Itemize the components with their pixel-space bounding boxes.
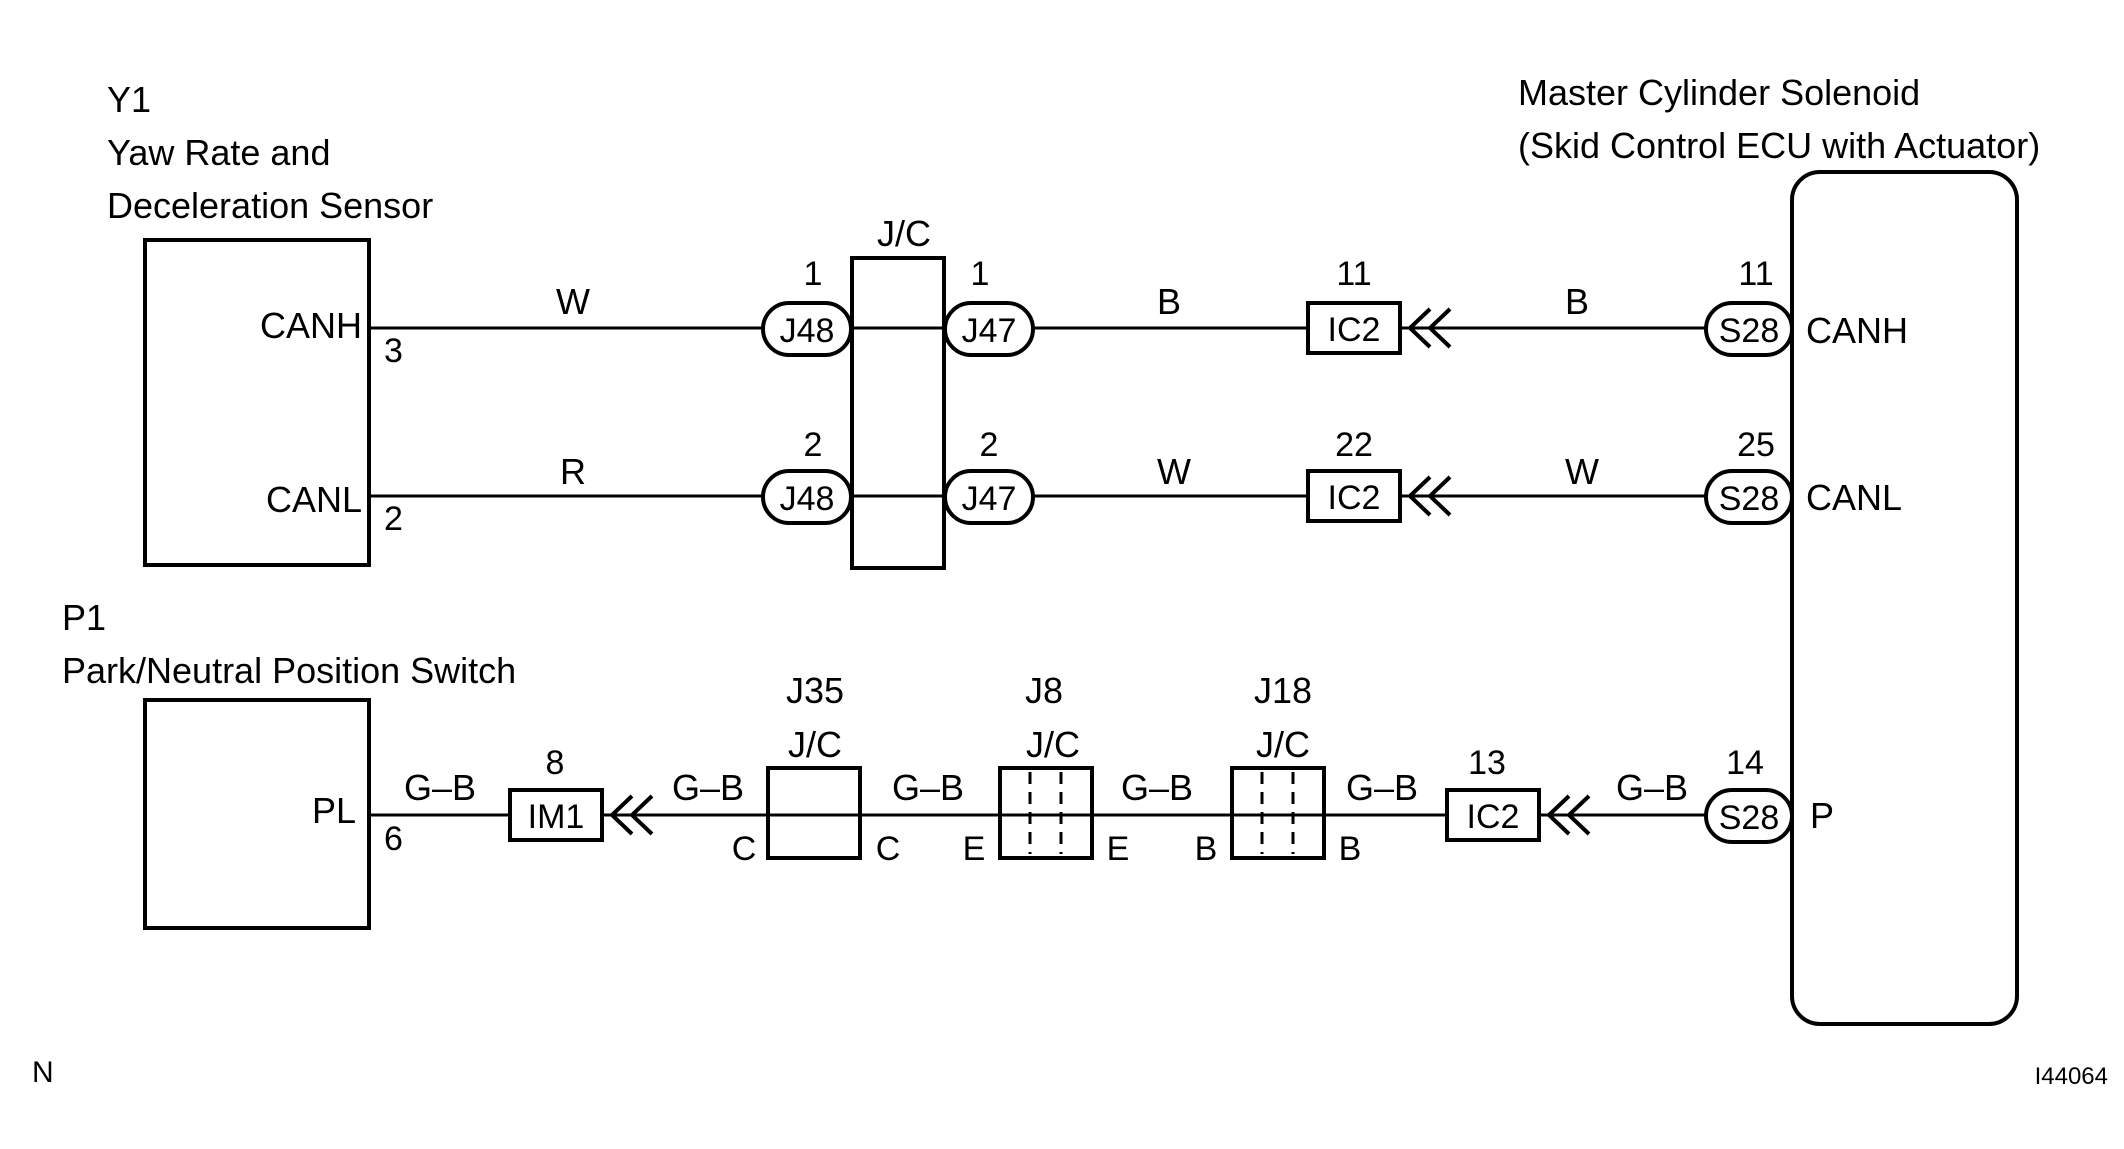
y1-sensor-box [143,238,371,567]
j18-code: J18 [1254,670,1312,711]
ic2-canl-connector [1306,469,1402,523]
ecu-canl-label: CANL [1806,477,1902,518]
wire-color-gb-5: G–B [1346,767,1418,808]
wire-color-b-canh-2: B [1565,281,1589,322]
figure-id: I44064 [2035,1063,2108,1090]
ecu-title-line2: (Skid Control ECU with Actuator) [1518,125,2040,166]
j8-jc-label: J/C [1026,724,1080,765]
ic2-pin-11: 11 [1336,255,1371,293]
s28-pl-connector [1704,788,1794,844]
j47-pin-1: 1 [971,255,990,293]
j8-code: J8 [1025,670,1063,711]
y1-pin-canh: 3 [384,332,403,370]
jc-top-label: J/C [877,213,931,254]
j8-junction-box [998,766,1094,860]
im1-label: IM1 [528,798,585,836]
y1-name-line2: Deceleration Sensor [107,185,433,226]
y1-name-line1: Yaw Rate and [107,132,330,173]
j48-pin-1: 1 [804,255,823,293]
s28-pin-14: 14 [1726,744,1764,782]
y1-code: Y1 [107,79,151,120]
wire-color-w-canl-1: W [1157,451,1191,492]
p1-pin-pl: 6 [384,820,403,858]
ic2-pin-13: 13 [1468,744,1506,782]
im1-pin-8: 8 [546,744,565,782]
ic2-canl-chevron-icon [1407,475,1452,517]
im1-connector [508,788,604,842]
ecu-title-line1: Master Cylinder Solenoid [1518,72,1920,113]
ic2-pin-22: 22 [1335,426,1373,464]
im1-chevron-icon [609,794,654,836]
y1-canl-label: CANL [266,479,362,520]
wire-color-gb-2: G–B [672,767,744,808]
j47-canl-connector [943,469,1035,525]
jc-top-box [850,256,946,570]
y1-canh-label: CANH [260,305,362,346]
j8-pin-e-right: E [1107,830,1130,868]
j48-canl-connector [761,469,853,525]
wire-color-w-canh: W [556,281,590,322]
wire-color-b-canh-1: B [1157,281,1181,322]
j35-junction-box [766,766,862,860]
j18-jc-label: J/C [1256,724,1310,765]
s28-pl-label: S28 [1719,799,1780,837]
j47-canh-label: J47 [962,312,1017,350]
ic2-canh-connector [1306,301,1402,355]
j35-pin-c-left: C [732,830,757,868]
j47-canh-connector [943,301,1035,357]
wire-color-gb-4: G–B [1121,767,1193,808]
s28-pin-25: 25 [1737,426,1775,464]
j48-canh-connector [761,301,853,357]
j48-canh-label: J48 [780,312,835,350]
p1-name: Park/Neutral Position Switch [62,650,516,691]
corner-label-left: N [32,1056,54,1089]
ecu-canh-label: CANH [1806,310,1908,351]
j48-canl-label: J48 [780,480,835,518]
wire-color-gb-3: G–B [892,767,964,808]
s28-canh-connector [1704,301,1794,357]
ic2-pl-connector [1445,788,1541,842]
j35-jc-label: J/C [788,724,842,765]
p1-pl-label: PL [312,790,356,831]
ic2-pl-chevron-icon [1546,794,1591,836]
j48-pin-2: 2 [804,426,823,464]
y1-pin-canl: 2 [384,500,403,538]
j47-canl-label: J47 [962,480,1017,518]
s28-canh-label: S28 [1719,312,1780,350]
ic2-canh-label: IC2 [1328,311,1381,349]
j18-pin-b-left: B [1195,830,1218,868]
wire-color-w-canl-2: W [1565,451,1599,492]
j35-code: J35 [786,670,844,711]
ic2-canl-label: IC2 [1328,479,1381,517]
j8-pin-e-left: E [963,830,986,868]
ecu-box [1790,170,2019,1026]
ic2-canh-chevron-icon [1407,307,1452,349]
wire-color-gb-6: G–B [1616,767,1688,808]
j47-pin-2: 2 [980,426,999,464]
wire-color-r-canl: R [560,451,586,492]
ecu-p-label: P [1810,795,1834,836]
s28-canl-label: S28 [1719,480,1780,518]
p1-code: P1 [62,597,106,638]
j18-junction-box [1230,766,1326,860]
ic2-pl-label: IC2 [1467,798,1520,836]
j18-pin-b-right: B [1339,830,1362,868]
wire-color-gb-1: G–B [404,767,476,808]
s28-canl-connector [1704,469,1794,525]
s28-pin-11: 11 [1738,255,1773,293]
j35-pin-c-right: C [876,830,901,868]
